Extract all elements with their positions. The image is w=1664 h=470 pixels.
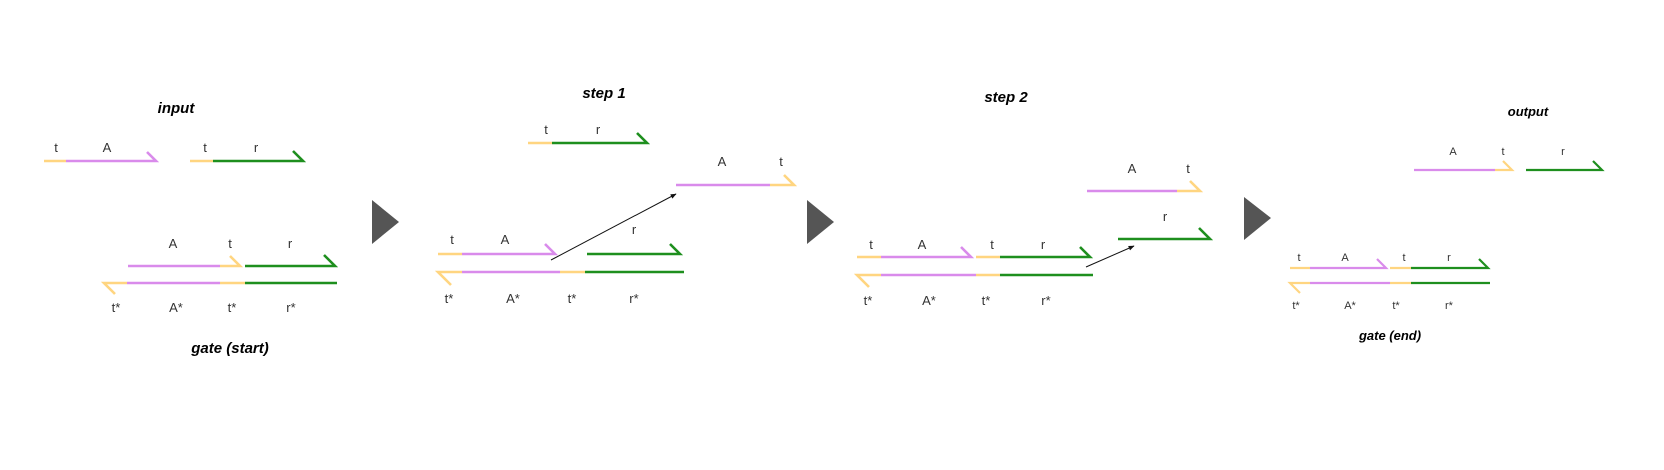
- gate-start-label-r-star: r*: [286, 300, 295, 315]
- step2-gate-label-r: r: [1041, 237, 1046, 252]
- step2-released-at-strand-domain-t-1: [1177, 180, 1204, 193]
- gate-end-top-2-domain-r-1: [1411, 258, 1491, 270]
- step2-gate-bottom-domain-t-star-0: [853, 273, 881, 288]
- step2-released-label-a: A: [1128, 161, 1137, 176]
- step2-title: step 2: [984, 89, 1028, 106]
- gate-start-title: gate (start): [190, 340, 269, 357]
- step1-released-strand-domain-t-1: [770, 174, 798, 187]
- output-r-strand-domain-r-0: [1526, 160, 1605, 172]
- step1-title: step 1: [582, 85, 625, 102]
- transition-arrow-1: [372, 200, 399, 244]
- gate-start-label-t-star-2: t*: [228, 300, 237, 315]
- gate-end-title: gate (end): [1358, 328, 1421, 343]
- gate-end-label-t-star-1: t*: [1292, 300, 1300, 312]
- step2-gate-label-t-star-2: t*: [982, 293, 991, 308]
- step1-release-arrow: [550, 193, 677, 261]
- step2-gate-label-t-1: t: [869, 237, 873, 252]
- gate-start-label-a-star: A*: [169, 300, 183, 315]
- step2-gate-label-a-star: A*: [922, 293, 936, 308]
- gate-end-label-r-star: r*: [1445, 300, 1454, 312]
- step1-released-label-a: A: [718, 154, 727, 169]
- gate-end-label-a-star: A*: [1344, 300, 1356, 312]
- step2-gate-label-t-star-1: t*: [864, 293, 873, 308]
- output-strand-label-a: A: [1449, 146, 1457, 158]
- input-strand-label-a: A: [103, 140, 112, 155]
- step2-released-label-r: r: [1163, 209, 1168, 224]
- step1-gate-label-a: A: [501, 232, 510, 247]
- output-at-strand-domain-t-1: [1495, 160, 1515, 172]
- gate-start-top-2-domain-r-0: [245, 254, 339, 268]
- step1-gate-label-t: t: [450, 232, 454, 247]
- transition-arrow-2: [807, 200, 834, 244]
- step2-gate-label-t-2: t: [990, 237, 994, 252]
- gate-start-label-t-star-1: t*: [112, 300, 121, 315]
- input-r-strand-label-r: r: [254, 140, 259, 155]
- gate-start-top-1-domain-t-1: [220, 255, 244, 268]
- step2-release-arrow: [1085, 245, 1135, 268]
- step1-gate-bottom-domain-t-star-0: [434, 270, 462, 286]
- gate-end-bottom-domain-t-star-0: [1287, 281, 1310, 294]
- step1-gate-top-2-domain-r-0: [587, 243, 684, 256]
- transition-arrow-3: [1244, 197, 1271, 240]
- gate-end-label-t-star-2: t*: [1392, 300, 1400, 312]
- step1-free-strand-label-r: r: [596, 122, 601, 137]
- gate-end-top-1-domain-A-1: [1310, 258, 1389, 270]
- input-strand-domain-A-1: [66, 151, 160, 163]
- step1-gate-label-r: r: [632, 222, 637, 237]
- step2-released-label-t: t: [1186, 161, 1190, 176]
- gate-start-label-a: A: [169, 236, 178, 251]
- output-title: output: [1508, 104, 1549, 119]
- input-strand-label-t: t: [54, 140, 58, 155]
- output-strand-label-t: t: [1501, 146, 1504, 158]
- gate-start-label-t: t: [228, 236, 232, 251]
- step1-free-strand-label-t: t: [544, 122, 548, 137]
- input-r-strand-label-t: t: [203, 140, 207, 155]
- step2-gate-label-r-star: r*: [1041, 293, 1050, 308]
- step1-released-label-t: t: [779, 154, 783, 169]
- gate-start-label-r: r: [288, 236, 293, 251]
- step2-gate-top-1-domain-A-1: [881, 246, 975, 259]
- gate-end-label-r: r: [1447, 252, 1451, 264]
- step1-free-strand-domain-r-1: [552, 132, 651, 145]
- output-strand-label-r: r: [1561, 146, 1565, 158]
- step2-gate-label-a: A: [918, 237, 927, 252]
- gate-end-label-t-2: t: [1402, 252, 1405, 264]
- input-r-strand-domain-r-1: [213, 150, 307, 163]
- step1-gate-label-t-star-1: t*: [445, 291, 454, 306]
- step1-gate-label-t-star-2: t*: [568, 291, 577, 306]
- input-title: input: [158, 100, 196, 117]
- step1-gate-top-1-domain-A-1: [462, 243, 559, 256]
- gate-start-bottom-domain-t-star-0: [100, 281, 127, 295]
- step1-gate-label-r-star: r*: [629, 291, 638, 306]
- gate-end-label-t-1: t: [1297, 252, 1300, 264]
- step1-gate-label-a-star: A*: [506, 291, 520, 306]
- step2-gate-top-2-domain-r-1: [1000, 246, 1094, 259]
- gate-end-label-a: A: [1341, 252, 1349, 264]
- step2-released-r-strand-domain-r-0: [1118, 227, 1214, 241]
